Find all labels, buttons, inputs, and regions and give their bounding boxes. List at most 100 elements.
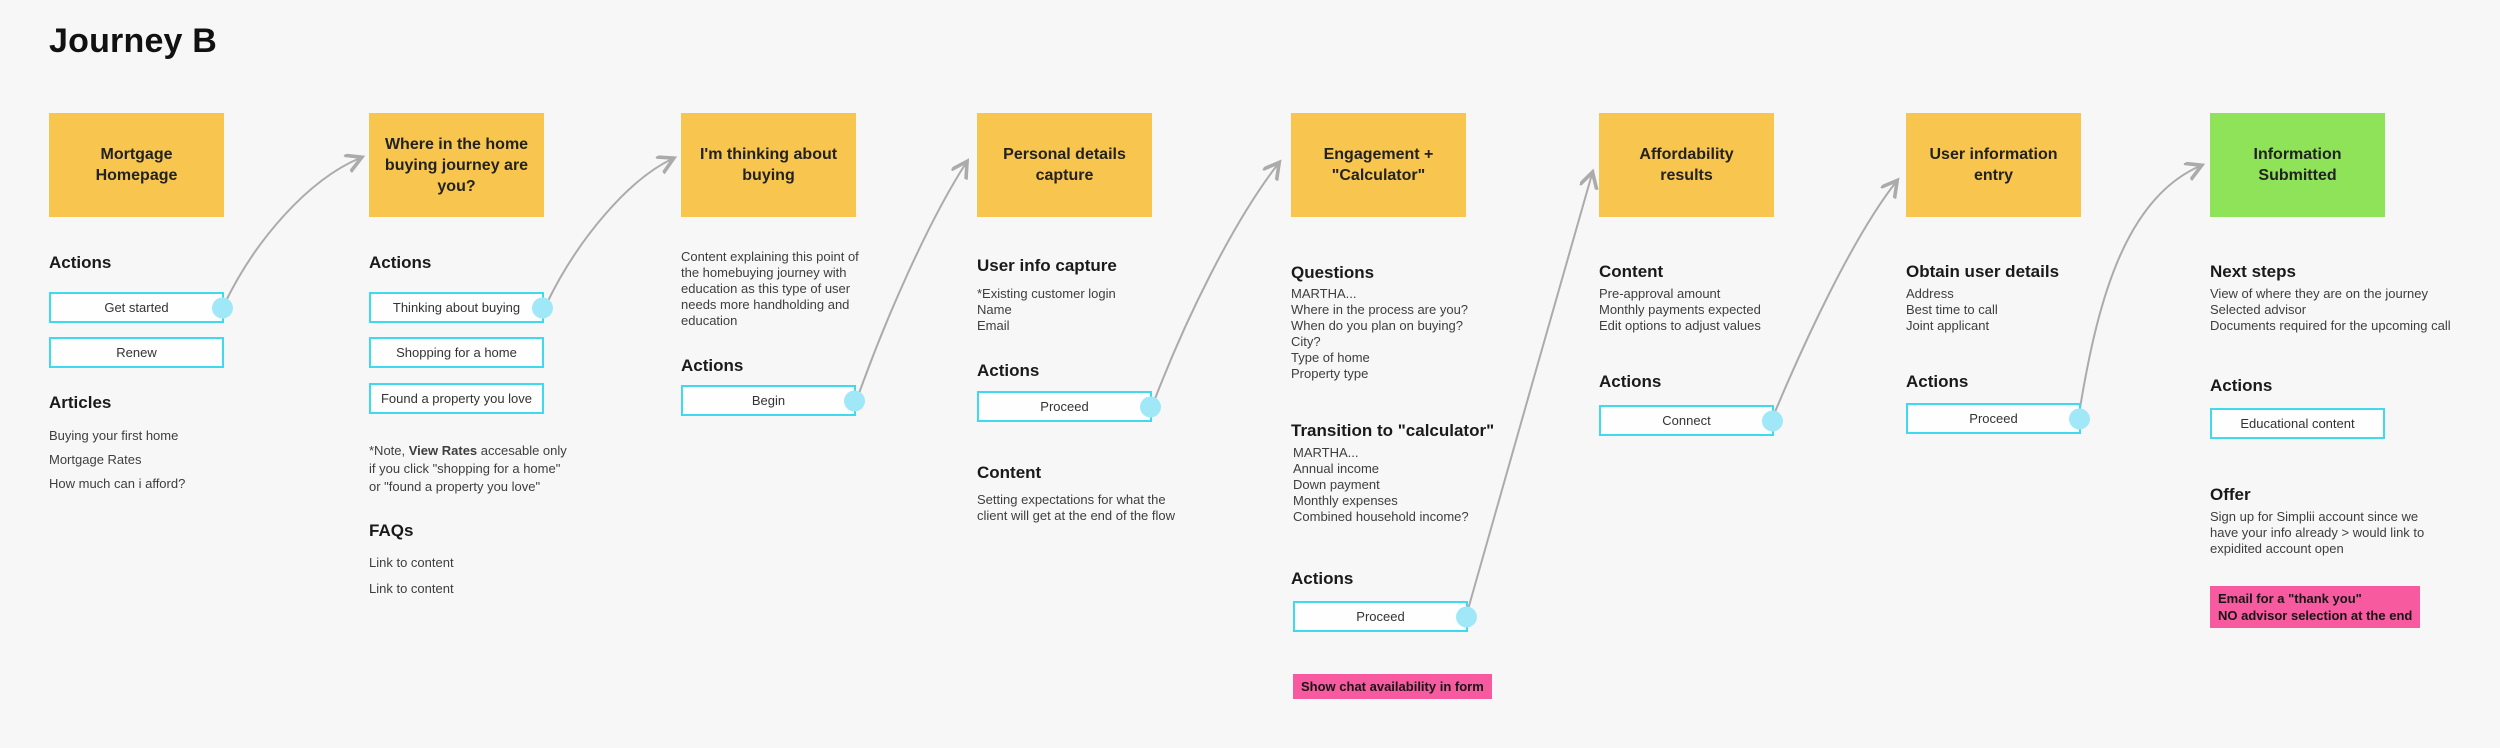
section-heading-user-info-capture: User info capture (977, 256, 1117, 275)
section-heading-articles: Articles (49, 393, 112, 412)
sticky-note-mortgage-homepage[interactable]: Mortgage Homepage (49, 113, 224, 217)
section-heading-content: Content (1599, 262, 1664, 281)
connector-2 (545, 159, 672, 306)
section-heading-actions: Actions (1291, 569, 1354, 588)
page-title: Journey B (49, 22, 218, 60)
list-item: Monthly payments expected (1599, 302, 1761, 317)
button-label: Proceed (1969, 411, 2018, 426)
sticky-note-information-submitted[interactable]: Information Submitted (2210, 113, 2385, 217)
wireframe-button-shopping-for-home[interactable]: Shopping for a home (369, 337, 544, 368)
list-item: Monthly expenses (1293, 493, 1398, 508)
list-item: Joint applicant (1906, 318, 1990, 333)
faq-link[interactable]: Link to content (369, 581, 454, 596)
section-heading-actions: Actions (369, 253, 432, 272)
button-label: Get started (104, 300, 169, 315)
faq-links: Link to content Link to content (369, 550, 454, 602)
note-rest: accesable only if you click "shopping fo… (369, 443, 567, 494)
list-item: Selected advisor (2210, 302, 2307, 317)
note-prefix: *Note, (369, 443, 409, 458)
wireframe-button-found-property[interactable]: Found a property you love (369, 383, 544, 414)
list-item: MARTHA... (1293, 445, 1359, 460)
connector-3 (856, 163, 966, 400)
highlight-chat-availability[interactable]: Show chat availability in form (1293, 674, 1492, 699)
button-label: Educational content (2240, 416, 2355, 431)
button-label: Renew (116, 345, 157, 360)
sticky-note-engagement-calculator[interactable]: Engagement + "Calculator" (1291, 113, 1466, 217)
wireframe-button-get-started[interactable]: Get started (49, 292, 233, 323)
section-heading-actions: Actions (977, 361, 1040, 380)
connector-handle[interactable] (532, 297, 553, 318)
wireframe-button-renew[interactable]: Renew (49, 337, 224, 368)
list-item: Type of home (1291, 350, 1370, 365)
highlight-line: NO advisor selection at the end (2218, 608, 2413, 623)
faq-link[interactable]: Link to content (369, 555, 454, 570)
list-item: Where in the process are you? (1291, 302, 1469, 317)
connector-handle[interactable] (212, 297, 233, 318)
connector-7 (2078, 166, 2200, 415)
wireframe-button-proceed[interactable]: Proceed (977, 391, 1161, 422)
list-item: Down payment (1293, 477, 1380, 492)
list-item: Name (977, 302, 1012, 317)
section-heading-next-steps: Next steps (2210, 262, 2296, 281)
list-item: Pre-approval amount (1599, 286, 1721, 301)
articles-list: Buying your first home Mortgage Rates Ho… (49, 424, 185, 496)
connector-handle[interactable] (844, 390, 865, 411)
section-heading-faqs: FAQs (369, 521, 414, 540)
sticky-note-thinking-about-buying[interactable]: I'm thinking about buying (681, 113, 856, 217)
list-item: Mortgage Rates (49, 452, 142, 467)
wireframe-button-thinking-about-buying[interactable]: Thinking about buying (369, 292, 553, 323)
sticky-note-where-in-journey[interactable]: Where in the home buying journey are you… (369, 113, 544, 217)
offer-text: Sign up for Simplii account since we hav… (2210, 509, 2425, 556)
connector-1 (223, 158, 360, 306)
content-list: Pre-approval amount Monthly payments exp… (1599, 286, 1761, 334)
connector-6 (1771, 182, 1896, 420)
wireframe-button-proceed[interactable]: Proceed (1906, 403, 2090, 434)
questions-list: MARTHA... Where in the process are you? … (1291, 286, 1468, 382)
connector-handle[interactable] (1140, 396, 1161, 417)
list-item: Address (1906, 286, 1954, 301)
sticky-note-personal-details[interactable]: Personal details capture (977, 113, 1152, 217)
user-info-list: *Existing customer login Name Email (977, 286, 1116, 334)
wireframe-button-educational-content[interactable]: Educational content (2210, 408, 2385, 439)
list-item: View of where they are on the journey (2210, 286, 2429, 301)
wireframe-button-begin[interactable]: Begin (681, 385, 865, 416)
highlight-thank-you-email[interactable]: Email for a "thank you" NO advisor selec… (2210, 586, 2421, 628)
wireframe-button-proceed[interactable]: Proceed (1293, 601, 1477, 632)
section-heading-actions: Actions (49, 253, 112, 272)
list-item: Email (977, 318, 1010, 333)
list-item: Combined household income? (1293, 509, 1469, 524)
details-list: Address Best time to call Joint applican… (1906, 286, 1998, 334)
list-item: Buying your first home (49, 428, 179, 443)
section-heading-content: Content (977, 463, 1042, 482)
transition-list: MARTHA... Annual income Down payment Mon… (1293, 445, 1469, 525)
button-label: Found a property you love (380, 391, 533, 406)
button-label: Proceed (1356, 609, 1405, 624)
list-item: Property type (1291, 366, 1369, 381)
list-item: Documents required for the upcoming call (2210, 318, 2451, 333)
section-heading-actions: Actions (1599, 372, 1662, 391)
section-heading-transition: Transition to "calculator" (1291, 421, 1495, 440)
section-heading-actions: Actions (2210, 376, 2273, 395)
connector-handle[interactable] (1762, 410, 1783, 431)
sticky-note-affordability-results[interactable]: Affordability results (1599, 113, 1774, 217)
content-text: Content explaining this point of the hom… (681, 249, 859, 328)
button-label: Connect (1662, 413, 1711, 428)
button-label: Proceed (1040, 399, 1089, 414)
button-label: Shopping for a home (396, 345, 517, 360)
section-heading-obtain-user-details: Obtain user details (1906, 262, 2060, 281)
button-label: Begin (751, 393, 786, 408)
section-heading-actions: Actions (1906, 372, 1969, 391)
note-text: *Note, View Rates accesable only if you … (369, 424, 584, 496)
list-item: When do you plan on buying? (1291, 318, 1464, 333)
list-item: City? (1291, 334, 1321, 349)
list-item: MARTHA... (1291, 286, 1357, 301)
connector-handle[interactable] (2069, 408, 2090, 429)
sticky-note-user-information-entry[interactable]: User information entry (1906, 113, 2081, 217)
content-text: Setting expectations for what the client… (977, 492, 1176, 523)
connector-handle[interactable] (1456, 606, 1477, 627)
highlight-line: Email for a "thank you" (2218, 591, 2362, 606)
list-item: *Existing customer login (977, 286, 1116, 301)
list-item: Best time to call (1906, 302, 1998, 317)
note-bold: View Rates (408, 443, 478, 458)
wireframe-button-connect[interactable]: Connect (1599, 405, 1783, 436)
